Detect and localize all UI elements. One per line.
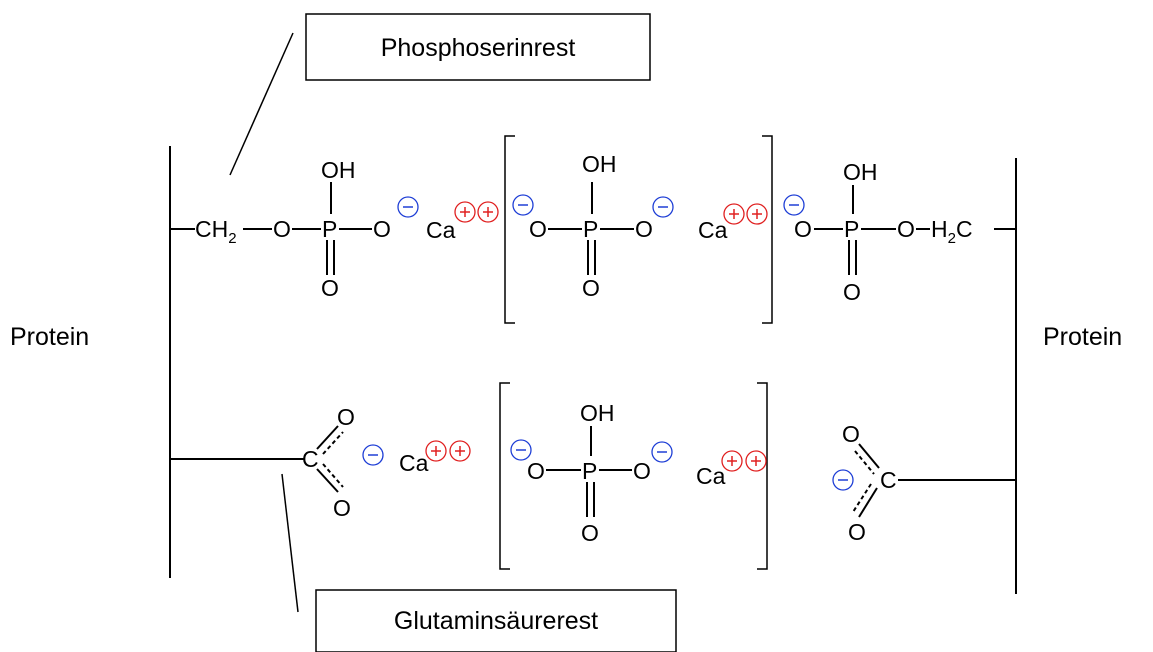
- bond: [858, 443, 880, 469]
- bond: [316, 468, 339, 493]
- calcium-ion: Ca: [698, 217, 728, 243]
- oxygen-atom: O: [333, 495, 351, 521]
- oxygen-atom: O: [843, 279, 861, 305]
- negative-charge-icon: [397, 196, 419, 218]
- calcium-ion: Ca: [426, 217, 456, 243]
- phosphoserine-callout: Phosphoserinrest: [229, 13, 651, 176]
- partial-bond: [322, 431, 344, 455]
- protein-right-label: Protein: [1043, 323, 1122, 351]
- row-phosphate-chain: CH2 O P O OH O Ca O P O OH O Ca: [170, 135, 1016, 324]
- oxygen-atom: O: [529, 216, 547, 242]
- oxygen-atom: O: [842, 421, 860, 447]
- phosphorus-atom: P: [583, 216, 598, 242]
- glutamic-callout: Glutaminsäurerest: [281, 473, 677, 652]
- partial-bond: [854, 450, 875, 475]
- oxygen-atom: O: [337, 404, 355, 430]
- carbon-atom: C: [302, 446, 319, 472]
- positive-charge-icon: [477, 201, 499, 223]
- bond: [858, 487, 878, 518]
- ch2-group-left: CH2: [195, 216, 237, 247]
- oxygen-atom: O: [273, 216, 291, 242]
- negative-charge-icon: [512, 194, 534, 216]
- calcium-ion: Ca: [399, 450, 429, 476]
- phosphoserine-label-box: [305, 13, 651, 81]
- hydroxyl-group: OH: [843, 159, 878, 185]
- negative-charge-icon: [651, 441, 673, 463]
- phosphoserine-label: Phosphoserinrest: [381, 34, 576, 62]
- row-carboxylate-chain: C O O Ca O P O OH O Ca O C: [170, 382, 1016, 570]
- oxygen-atom: O: [794, 216, 812, 242]
- phosphoserine-pointer-line: [229, 32, 294, 176]
- hydroxyl-group: OH: [580, 400, 615, 426]
- oxygen-atom: O: [581, 520, 599, 546]
- positive-charge-icon: [449, 440, 471, 462]
- negative-charge-icon: [652, 196, 674, 218]
- positive-charge-icon: [746, 203, 768, 225]
- hydroxyl-group: OH: [582, 151, 617, 177]
- bracket-right: [762, 135, 773, 324]
- partial-bond: [852, 483, 872, 513]
- phosphorus-atom: P: [322, 216, 337, 242]
- hydroxyl-group: OH: [321, 157, 356, 183]
- bracket-right: [757, 382, 768, 570]
- oxygen-atom: O: [897, 216, 915, 242]
- positive-charge-icon: [745, 450, 767, 472]
- oxygen-atom: O: [582, 275, 600, 301]
- negative-charge-icon: [832, 469, 854, 491]
- glutamic-label-box: [315, 589, 677, 652]
- ch2-group-right: H2C: [931, 216, 973, 247]
- glutamic-pointer-line: [281, 473, 299, 613]
- oxygen-atom: O: [527, 458, 545, 484]
- negative-charge-icon: [510, 439, 532, 461]
- oxygen-atom: O: [321, 275, 339, 301]
- carbon-atom: C: [880, 467, 897, 493]
- oxygen-atom: O: [848, 519, 866, 545]
- positive-charge-icon: [721, 450, 743, 472]
- negative-charge-icon: [362, 444, 384, 466]
- protein-left-label: Protein: [10, 323, 89, 351]
- positive-charge-icon: [723, 203, 745, 225]
- negative-charge-icon: [783, 194, 805, 216]
- glutamic-label: Glutaminsäurerest: [394, 607, 598, 635]
- partial-bond: [322, 463, 344, 488]
- bracket-left: [499, 382, 510, 570]
- bracket-left: [504, 135, 515, 324]
- phosphorus-atom: P: [844, 216, 859, 242]
- bond: [316, 425, 339, 450]
- oxygen-atom: O: [373, 216, 391, 242]
- phosphorus-atom: P: [582, 458, 597, 484]
- calcium-ion: Ca: [696, 463, 726, 489]
- oxygen-atom: O: [633, 458, 651, 484]
- positive-charge-icon: [425, 440, 447, 462]
- oxygen-atom: O: [635, 216, 653, 242]
- positive-charge-icon: [454, 201, 476, 223]
